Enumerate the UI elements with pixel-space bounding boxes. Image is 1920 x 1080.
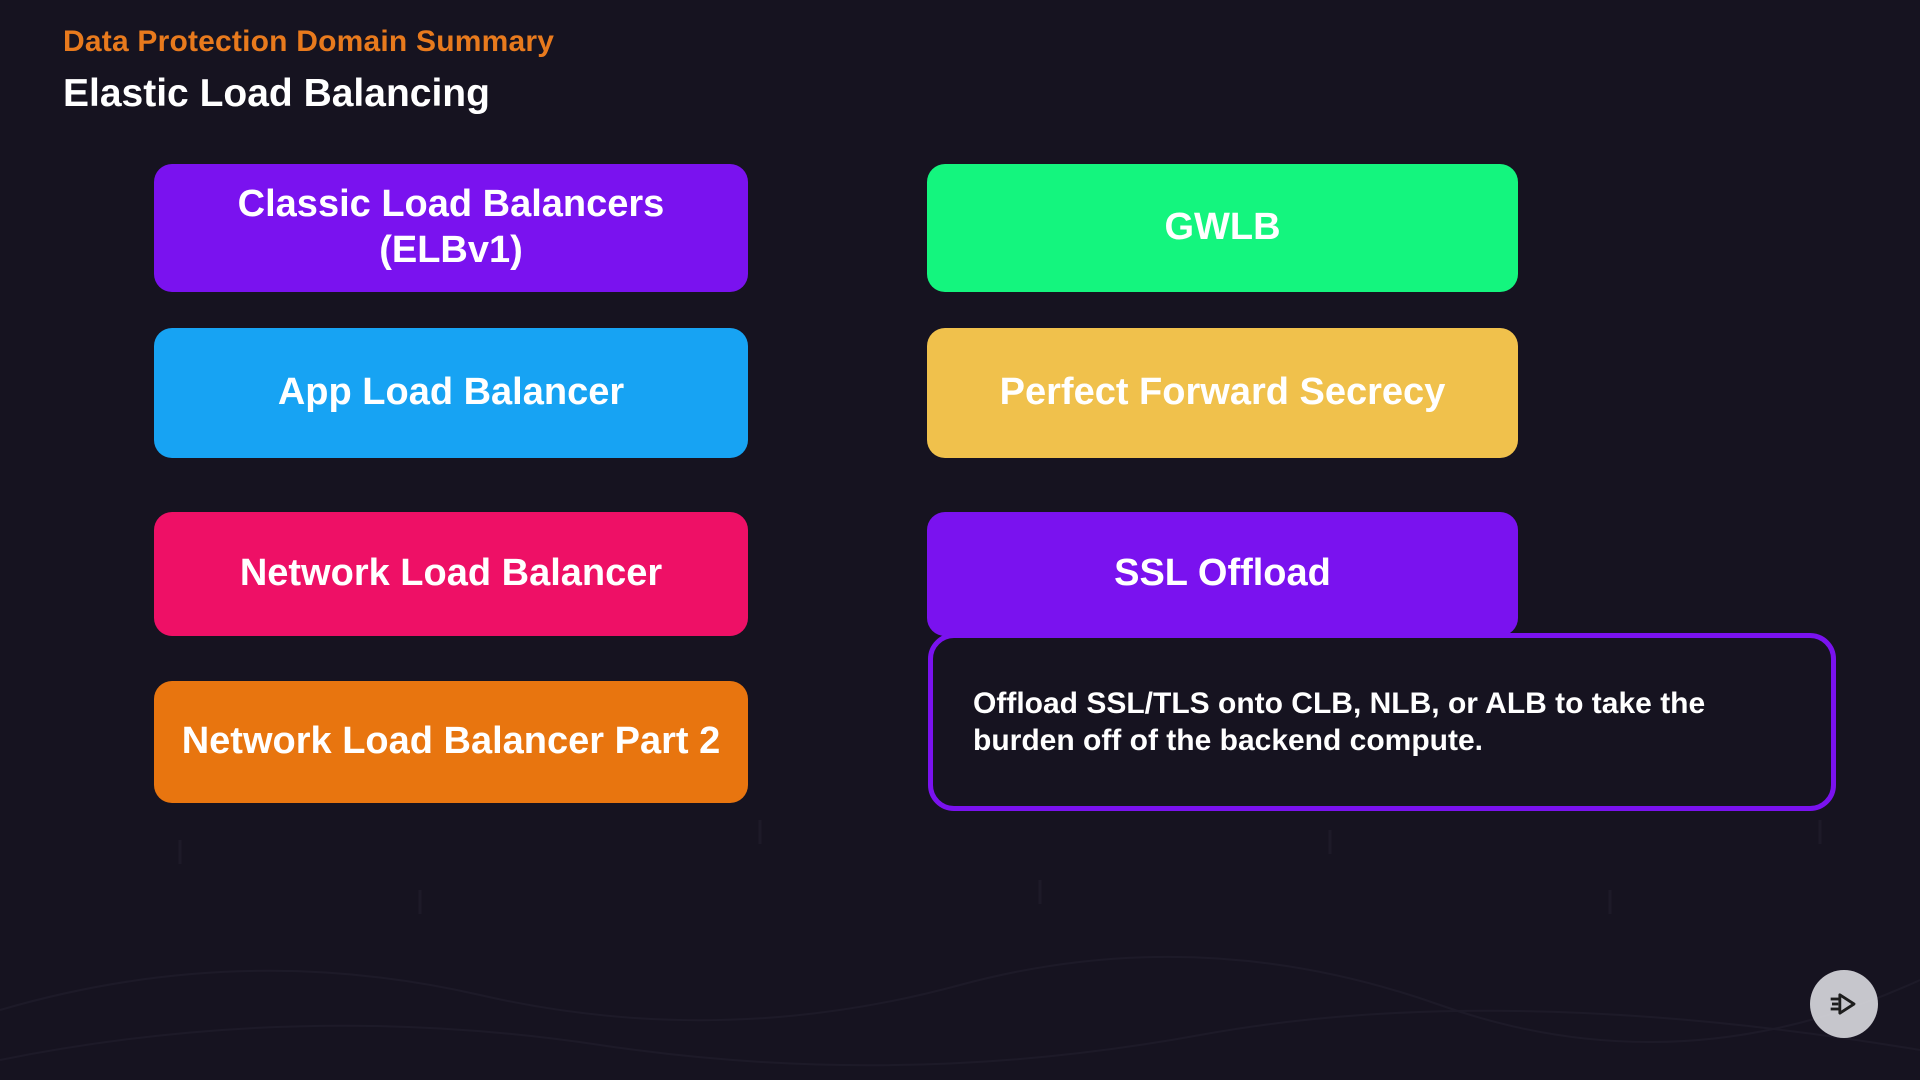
button-ssl-offload[interactable]: SSL Offload — [927, 512, 1518, 636]
button-network-load-balancer-part-2[interactable]: Network Load Balancer Part 2 — [154, 681, 748, 803]
button-label: App Load Balancer — [277, 371, 625, 414]
play-badge-button[interactable] — [1810, 970, 1878, 1038]
button-network-load-balancer[interactable]: Network Load Balancer — [154, 512, 748, 636]
page-title: Elastic Load Balancing — [63, 72, 490, 115]
ssl-offload-callout-text: Offload SSL/TLS onto CLB, NLB, or ALB to… — [973, 686, 1706, 758]
play-forward-icon — [1830, 993, 1856, 1015]
button-app-load-balancer[interactable]: App Load Balancer — [154, 328, 748, 458]
button-label: Perfect Forward Secrecy — [999, 371, 1446, 414]
button-label: Network Load Balancer — [239, 552, 663, 595]
button-gwlb[interactable]: GWLB — [927, 164, 1518, 292]
button-label: Classic Load Balancers (ELBv1) — [237, 183, 665, 271]
button-perfect-forward-secrecy[interactable]: Perfect Forward Secrecy — [927, 328, 1518, 458]
page-eyebrow: Data Protection Domain Summary — [63, 25, 555, 58]
ssl-offload-callout: Offload SSL/TLS onto CLB, NLB, or ALB to… — [928, 633, 1836, 811]
button-classic-load-balancers[interactable]: Classic Load Balancers (ELBv1) — [154, 164, 748, 292]
button-label: Network Load Balancer Part 2 — [181, 720, 721, 763]
button-label: SSL Offload — [1114, 552, 1331, 595]
button-label: GWLB — [1164, 206, 1281, 249]
